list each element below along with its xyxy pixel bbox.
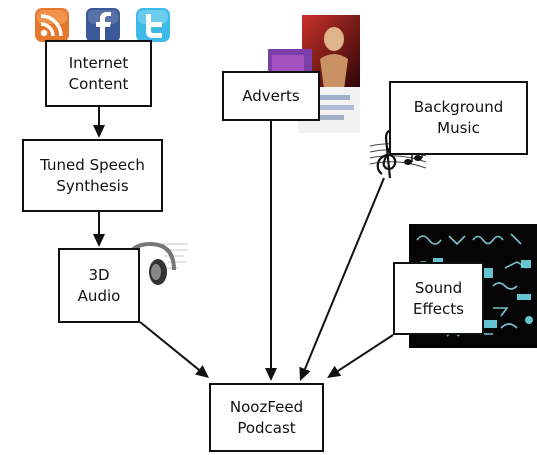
3d-audio-node: 3D Audio <box>58 248 140 323</box>
tuned-speech-synthesis-node: Tuned Speech Synthesis <box>22 139 163 212</box>
internet-content-label: Internet Content <box>68 53 129 93</box>
twitter-icon <box>135 7 171 43</box>
sound-effects-label: Sound Effects <box>413 278 464 318</box>
adverts-node: Adverts <box>222 71 320 121</box>
3d-audio-label: 3D Audio <box>77 265 121 305</box>
sound-effects-node: Sound Effects <box>393 262 484 335</box>
adverts-label: Adverts <box>242 86 300 105</box>
rss-icon <box>34 7 70 43</box>
tuned-speech-synthesis-label: Tuned Speech Synthesis <box>40 155 145 195</box>
noozfeed-podcast-label: NoozFeed Podcast <box>229 397 304 437</box>
arrow-audio-3d-to-noozfeed <box>139 321 209 378</box>
background-music-node: Background Music <box>389 81 528 155</box>
background-music-label: Background Music <box>413 98 504 137</box>
facebook-icon <box>85 7 121 43</box>
arrow-background-music-to-noozfeed <box>299 177 385 381</box>
arrow-adverts-to-noozfeed <box>265 121 277 381</box>
internet-content-node: Internet Content <box>45 40 152 107</box>
noozfeed-podcast-node: NoozFeed Podcast <box>209 383 324 452</box>
arrow-sound-effects-to-noozfeed <box>327 334 394 378</box>
arrow-tuned-speech-to-audio-3d <box>93 212 105 247</box>
arrow-internet-content-to-tuned-speech <box>93 107 105 138</box>
